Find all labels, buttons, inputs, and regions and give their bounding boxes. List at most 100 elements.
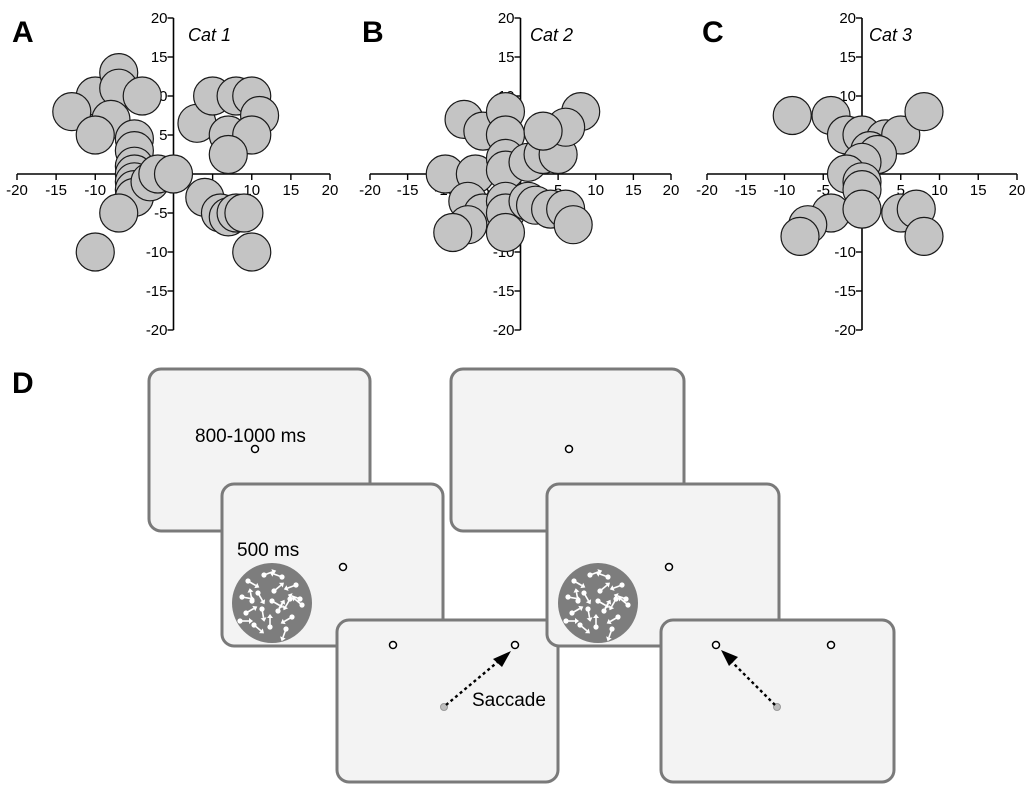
data-point (523, 111, 563, 151)
motion-arrowhead (259, 628, 264, 634)
motion-vector (608, 628, 613, 638)
motion-vector (247, 580, 257, 587)
data-point (208, 134, 248, 175)
x-tick-label: 20 (1009, 182, 1026, 199)
data-point (52, 91, 92, 132)
motion-arrowhead (279, 582, 284, 588)
motion-arrowhead (283, 585, 289, 591)
motion-vector (271, 600, 281, 607)
target-right (826, 640, 836, 650)
motion-arrowhead (278, 602, 284, 609)
category-title: Cat 2 (530, 25, 573, 45)
motion-vector (294, 598, 303, 606)
fixation-duration-label: 800-1000 ms (195, 426, 306, 447)
motion-vector (291, 595, 301, 600)
y-tick-label: -10 (834, 244, 856, 261)
data-point (122, 76, 162, 116)
motion-arrowhead (578, 605, 584, 612)
motion-arrowhead (249, 618, 253, 624)
y-tick-label: 20 (498, 10, 515, 27)
x-tick-label: 10 (931, 182, 948, 199)
motion-vector (599, 573, 609, 578)
motion-arrowhead (280, 636, 286, 642)
motion-vector (567, 596, 578, 600)
saccade-arrowhead (721, 650, 738, 666)
motion-vector (583, 592, 590, 602)
panel-letter-a: A (12, 16, 34, 49)
motion-vector (573, 580, 583, 587)
y-tick-label: 15 (839, 49, 856, 66)
data-point (75, 115, 115, 155)
motion-arrowhead (287, 593, 293, 599)
motion-vector (273, 584, 282, 592)
data-point (772, 95, 812, 136)
stimulus-duration-label: 500 ms (237, 540, 299, 561)
motion-vector (599, 584, 608, 592)
data-point (485, 212, 526, 253)
motion-vector (610, 598, 617, 608)
motion-vector (257, 592, 264, 602)
x-tick-label: -15 (45, 182, 67, 199)
x-tick-label: -15 (397, 182, 419, 199)
motion-arrowhead (280, 618, 286, 625)
motion-vector (284, 598, 291, 608)
saccade-label: Saccade (472, 690, 546, 711)
motion-arrowhead (247, 588, 254, 593)
saccade-arrowhead (493, 651, 511, 667)
motion-vector (571, 607, 581, 614)
motion-vector (273, 573, 283, 578)
target-left (388, 640, 398, 650)
x-tick-label: 5 (554, 182, 562, 199)
fixation-point (564, 444, 574, 454)
fixation-point (250, 444, 260, 454)
x-tick-label: 15 (625, 182, 642, 199)
data-point (780, 216, 820, 256)
x-tick-label: 10 (587, 182, 604, 199)
y-tick-label: 20 (151, 10, 168, 27)
y-tick-label: -20 (493, 322, 515, 339)
motion-vector (283, 616, 293, 623)
x-tick-label: -20 (359, 182, 381, 199)
motion-arrowhead (609, 585, 615, 591)
fixation-point (338, 562, 348, 572)
x-tick-label: 20 (322, 182, 339, 199)
motion-vector (617, 595, 627, 600)
data-point (842, 189, 882, 229)
data-point (553, 205, 593, 245)
motion-vector (575, 591, 579, 602)
motion-arrowhead (252, 605, 258, 612)
y-tick-label: 15 (151, 49, 168, 66)
category-title: Cat 3 (869, 25, 912, 45)
motion-arrowhead (260, 617, 267, 622)
motion-vector (620, 598, 629, 606)
category-title: Cat 1 (188, 25, 231, 45)
y-tick-label: -20 (146, 322, 168, 339)
motion-arrowhead (282, 605, 289, 611)
data-point (433, 212, 473, 253)
motion-arrowhead (267, 614, 273, 618)
x-tick-label: 15 (970, 182, 987, 199)
motion-arrowhead (605, 599, 612, 605)
data-point (904, 91, 944, 132)
data-point (904, 216, 944, 256)
fixation-point (664, 562, 674, 572)
y-tick-label: 15 (498, 49, 515, 66)
motion-arrowhead (254, 582, 260, 589)
motion-vector (261, 608, 265, 619)
x-tick-label: 15 (283, 182, 300, 199)
data-point (99, 193, 139, 233)
scatter-plot-cat3: -20-15-10-551015202015105-5-10-15-20Cat … (696, 10, 1025, 339)
motion-arrowhead (585, 599, 592, 605)
motion-vector (287, 584, 297, 589)
x-tick-label: -20 (6, 182, 28, 199)
y-tick-label: -15 (493, 283, 515, 300)
panel-letter-d: D (12, 367, 34, 400)
trial-sequence-left: 800-1000 ms 500 ms Saccade (147, 367, 560, 784)
data-point (75, 232, 115, 272)
motion-arrowhead (608, 605, 615, 611)
x-tick-label: -20 (696, 182, 718, 199)
motion-arrowhead (269, 571, 275, 577)
saccade-arrow (729, 659, 776, 706)
motion-arrowhead (604, 602, 610, 609)
data-point (153, 154, 194, 194)
